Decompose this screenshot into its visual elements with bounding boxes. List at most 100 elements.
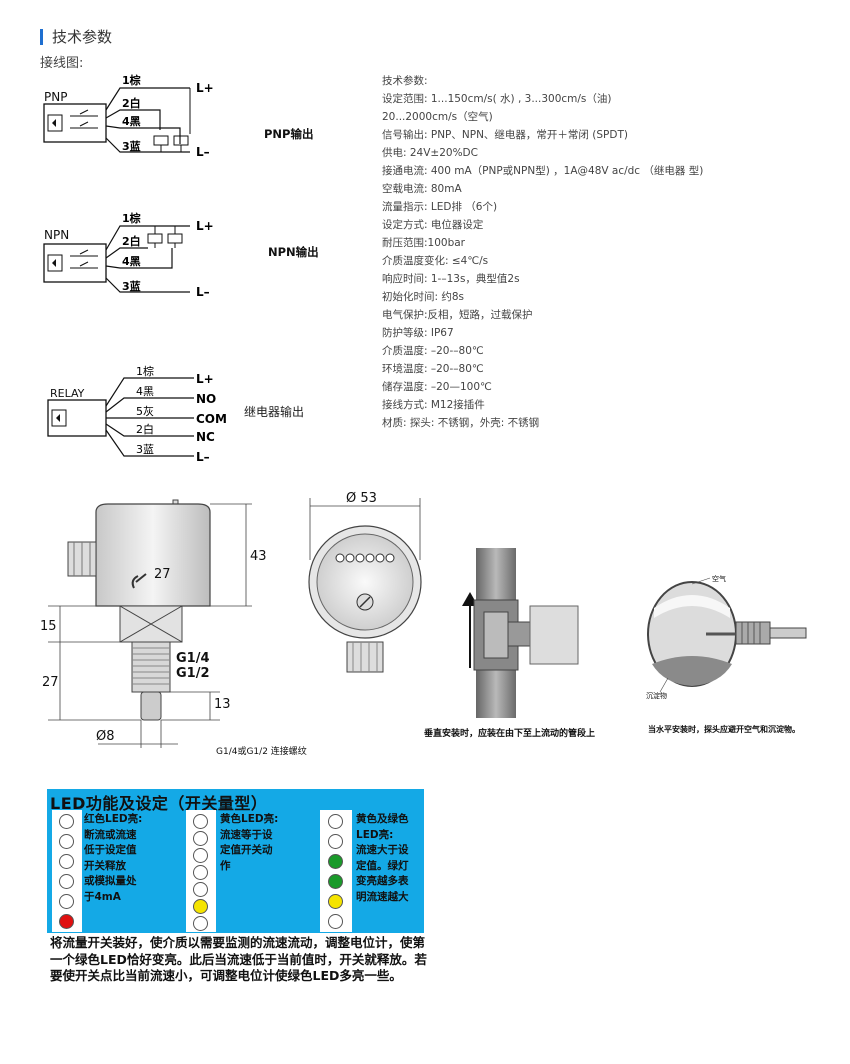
svg-text:15: 15 (40, 619, 57, 634)
thread-caption: G1/4或G1/2 连接螺纹 (216, 747, 307, 757)
led-panel-line: 于4mA (84, 890, 121, 903)
spec-line: 设定方式: 电位器设定 (382, 219, 484, 231)
spec-line: 接通电流: 400 mA（PNP或NPN型) ，1A@48V ac/dc （继电… (382, 165, 704, 177)
spec-line: 响应时间: 1-–13s，典型值2s (382, 273, 520, 285)
spec-line: 设定范围: 1...150cm/s( 水) , 3...300cm/s（油) (382, 93, 612, 105)
led-indicator-icon (193, 831, 208, 846)
spec-line: 电气保护:反相，短路，过载保护 (382, 309, 533, 321)
pnp-wiring-diagram: PNP 1棕 2白 4黑 3蓝 L+ L– (43, 73, 214, 159)
relay-output-label: 继电器输出 (244, 405, 305, 419)
side-view-drawing: 27 G1/4 G1/2 43 15 27 13 Ø8 (40, 499, 267, 748)
horizontal-install-caption: 当水平安装时，探头应避开空气和沉淀物。 (648, 725, 800, 734)
led-indicator-icon (328, 914, 343, 929)
led-indicator-icon (193, 865, 208, 880)
wrench-size: 27 (154, 567, 171, 582)
svg-text:1棕: 1棕 (122, 73, 141, 87)
led-indicator-icon (328, 874, 343, 889)
svg-text:3蓝: 3蓝 (122, 279, 141, 293)
pnp-label: PNP (44, 90, 67, 104)
spec-line: 信号输出: PNP、NPN、继电器，常开＋常闭 (SPDT) (382, 129, 628, 141)
svg-text:1棕: 1棕 (122, 211, 141, 225)
led-indicator-icon (59, 874, 74, 889)
led-section-title: LED功能及设定（开关量型） (50, 794, 268, 813)
svg-text:G1/2: G1/2 (176, 666, 210, 681)
led-indicator-icon (193, 814, 208, 829)
led-indicator-icon (59, 914, 74, 929)
led-panel-3-column (320, 810, 352, 932)
led-panel-line: 黄色及绿色 (356, 813, 409, 825)
svg-text:13: 13 (214, 697, 231, 712)
relay-wiring-diagram: RELAY 1棕 4黑 5灰 2白 3蓝 L+ NO COM NC L– (47, 364, 227, 464)
svg-text:2白: 2白 (136, 422, 154, 436)
air-label: 空气 (712, 574, 726, 583)
svg-text:1棕: 1棕 (136, 364, 154, 378)
spec-line: 耐压范围:100bar (382, 237, 465, 249)
led-indicator-icon (328, 834, 343, 849)
svg-text:3蓝: 3蓝 (136, 443, 154, 456)
led-panel-line: 开关释放 (84, 859, 126, 872)
led-panel-line: 或模拟量处 (84, 875, 137, 887)
led-panel-line: 断流或流速 (84, 828, 137, 841)
svg-text:5灰: 5灰 (136, 404, 154, 418)
svg-text:L–: L– (196, 285, 210, 299)
vertical-install-drawing (462, 548, 579, 718)
horizontal-install-drawing: 空气 沉淀物 (646, 574, 807, 700)
sediment-label: 沉淀物 (646, 691, 667, 700)
svg-text:4黑: 4黑 (136, 385, 154, 398)
led-panel-line: 变亮越多表 (356, 875, 409, 887)
spec-list: 技术参数: 设定范围: 1...150cm/s( 水) , 3...300cm/s… (382, 72, 703, 432)
svg-text:NO: NO (196, 392, 216, 406)
svg-text:2白: 2白 (122, 234, 141, 248)
svg-text:2白: 2白 (122, 96, 141, 110)
spec-line: 20...2000cm/s（空气) (382, 111, 493, 123)
led-indicator-icon (59, 814, 74, 829)
npn-wiring-diagram: NPN 1棕 2白 4黑 3蓝 L+ L– (43, 211, 214, 299)
svg-text:COM: COM (196, 412, 227, 426)
led-panel-line: 定值开关动 (220, 844, 273, 856)
spec-line: 接线方式: M12接插件 (382, 399, 485, 411)
spec-line: 技术参数: (382, 75, 428, 87)
led-indicator-icon (59, 854, 74, 869)
svg-text:L–: L– (196, 450, 210, 464)
svg-text:NPN: NPN (44, 228, 69, 242)
led-panel-line: 流速等于设 (220, 828, 273, 841)
section-title-text: 技术参数 (52, 28, 113, 46)
spec-line: 储存温度: –20—100℃ (382, 381, 492, 393)
pnp-output-label: PNP输出 (264, 127, 314, 141)
spec-line: 初始化时间: 约8s (382, 291, 465, 303)
spec-line: 空载电流: 80mA (382, 183, 462, 195)
led-indicator-icon (193, 916, 208, 931)
led-indicator-icon (193, 848, 208, 863)
svg-text:43: 43 (250, 549, 267, 564)
led-panel-line: 流速大于设 (356, 844, 409, 856)
led-panel-1-text: 红色LED亮:断流或流速低于设定值开关释放或模拟量处于4mA (84, 812, 142, 905)
led-setting-description: 将流量开关装好，使介质以需要监测的流速流动，调整电位计，使第一个绿色LED恰好变… (50, 935, 427, 983)
led-panel-line: 红色LED亮: (84, 813, 143, 825)
front-view-drawing: Ø 53 (308, 491, 422, 673)
led-panel-2-text: 黄色LED亮:流速等于设定值开关动作 (220, 812, 278, 874)
spec-line: 介质温度变化: ≤4℃/s (382, 255, 489, 267)
led-indicator-icon (328, 814, 343, 829)
led-indicator-icon (59, 834, 74, 849)
led-indicator-icon (193, 882, 208, 897)
svg-text:NC: NC (196, 430, 215, 444)
svg-text:L–: L– (196, 145, 210, 159)
svg-text:L+: L+ (196, 81, 214, 95)
led-panel-line: 明流速越大 (356, 890, 409, 903)
spec-line: 供电: 24V±20%DC (382, 147, 478, 159)
svg-text:L+: L+ (196, 372, 214, 386)
led-indicator-icon (328, 894, 343, 909)
svg-text:G1/4: G1/4 (176, 651, 210, 666)
led-indicator-icon (193, 899, 208, 914)
led-indicator-icon (59, 894, 74, 909)
svg-text:RELAY: RELAY (50, 387, 85, 400)
wiring-subtitle: 接线图: (40, 56, 84, 71)
section-title: 技术参数 (40, 26, 112, 47)
title-accent-bar (40, 28, 43, 45)
led-indicator-icon (328, 854, 343, 869)
svg-text:Ø 53: Ø 53 (346, 491, 377, 506)
svg-text:Ø8: Ø8 (96, 729, 115, 744)
npn-output-label: NPN输出 (268, 245, 319, 259)
led-panel-line: 黄色LED亮: (220, 813, 279, 825)
